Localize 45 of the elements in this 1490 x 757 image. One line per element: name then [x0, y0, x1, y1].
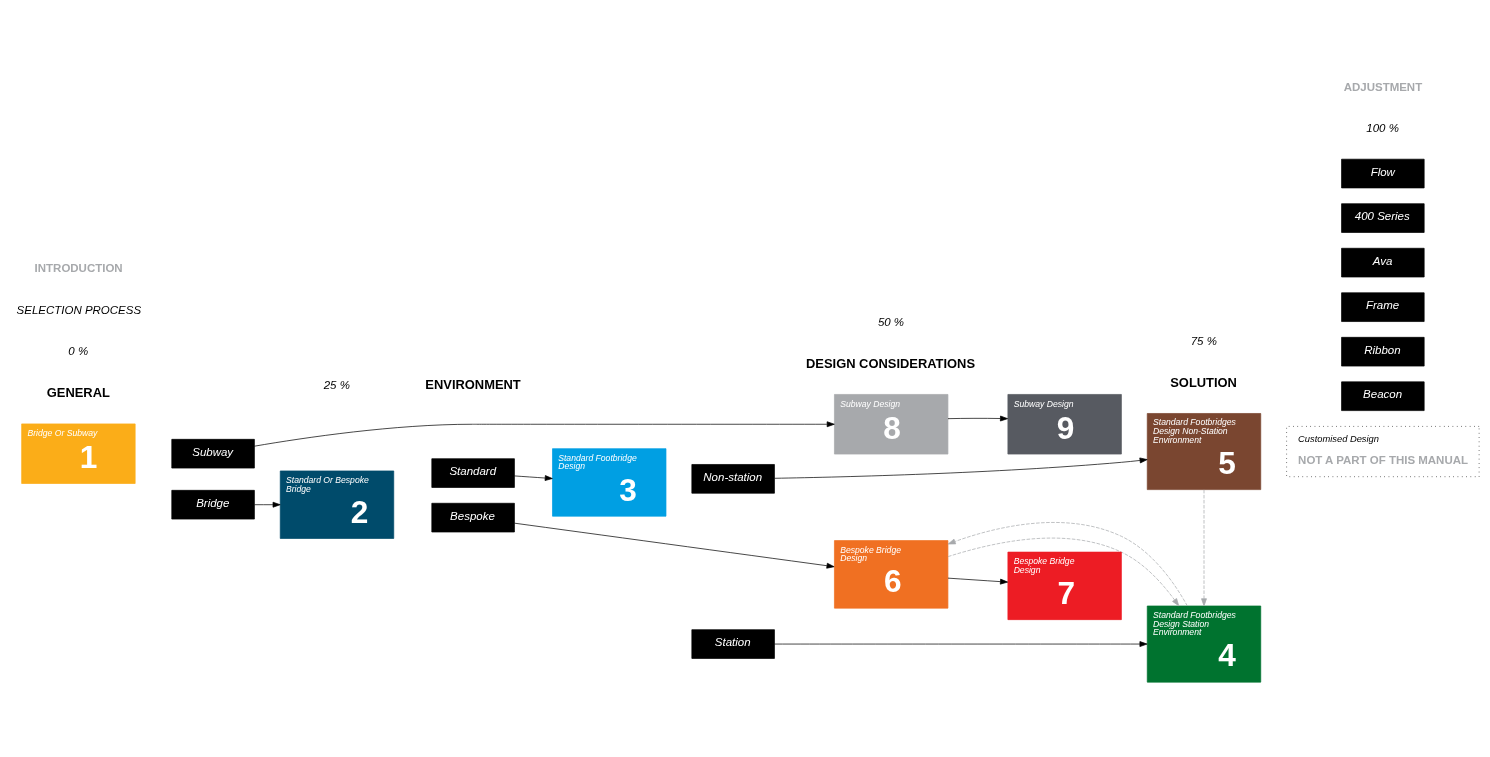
- node-box: Standard: [431, 457, 515, 488]
- node-box: Standard Footbridge Design 3: [552, 447, 667, 517]
- node-box: Non-station: [691, 463, 775, 494]
- arrow: [254, 420, 835, 447]
- node-box: Ribbon: [1341, 336, 1425, 366]
- label: 0 %: [68, 344, 89, 357]
- arrow: [514, 522, 835, 569]
- label: ADJUSTMENT: [1343, 80, 1423, 93]
- node-box: 400 Series: [1341, 202, 1425, 233]
- node-box: Beacon: [1341, 381, 1425, 411]
- arrow: [774, 640, 1148, 647]
- node-box: Standard Footbridges Design Station Environment 4: [1146, 605, 1262, 682]
- arrow: [947, 537, 1180, 606]
- label: INTRODUCTION: [34, 261, 123, 274]
- node-box: Bespoke Bridge Design 7: [1007, 551, 1122, 620]
- label: 100 %: [1366, 121, 1399, 134]
- arrow: [947, 577, 1008, 584]
- node-box: Customised Design NOT A PART OF THIS MANUAL: [1286, 425, 1480, 477]
- node-box: Subway: [171, 438, 255, 468]
- node-box: Standard Footbridges Design Non-Station Environment 5: [1146, 412, 1262, 490]
- label: DESIGN CONSIDERATIONS: [806, 355, 976, 371]
- label: 25 %: [323, 378, 350, 391]
- label: SELECTION PROCESS: [16, 302, 142, 315]
- node-box: Bridge Or Subway 1: [21, 423, 136, 484]
- node-box: Standard Or Bespoke Bridge 2: [279, 470, 395, 539]
- node-box: Flow: [1341, 158, 1425, 188]
- node-box: Station: [691, 628, 775, 659]
- node-box: Ava: [1341, 247, 1425, 277]
- arrow: [947, 521, 1188, 606]
- arrow: [254, 501, 281, 508]
- node-box: Subway Design 8: [834, 393, 949, 454]
- label: ENVIRONMENT: [425, 376, 521, 392]
- node-box: Frame: [1341, 291, 1425, 322]
- label: 50 %: [877, 315, 905, 328]
- arrow: [1201, 488, 1207, 606]
- node-box: Bespoke: [431, 502, 515, 532]
- node-box: Subway Design 9: [1007, 393, 1122, 454]
- label: GENERAL: [46, 384, 110, 400]
- label: 75 %: [1190, 334, 1217, 347]
- arrow: [514, 474, 553, 481]
- node-box: Bespoke Bridge Design 6: [834, 539, 949, 608]
- node-box: Bridge: [171, 489, 255, 519]
- arrow: [947, 415, 1008, 421]
- label: SOLUTION: [1170, 374, 1237, 390]
- arrow: [774, 457, 1148, 479]
